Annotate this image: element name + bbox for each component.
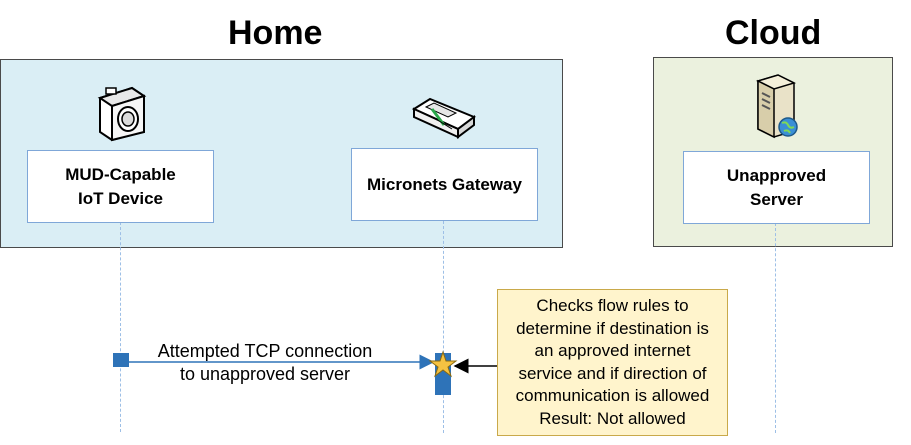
gateway-box: Micronets Gateway	[351, 148, 538, 221]
flow-rules-note: Checks flow rules to determine if destin…	[497, 289, 728, 436]
star-icon	[428, 350, 458, 378]
device-lifeline	[120, 222, 121, 432]
camera-icon	[97, 86, 147, 142]
server-lifeline	[775, 223, 776, 433]
router-icon	[411, 97, 477, 139]
message-label: Attempted TCP connection to unapproved s…	[157, 341, 373, 384]
cloud-zone-title: Cloud	[725, 14, 822, 52]
device-box: MUD-Capable IoT Device	[27, 150, 214, 223]
gateway-lifeline	[443, 221, 444, 433]
home-zone-title: Home	[228, 14, 323, 52]
server-icon	[755, 74, 798, 139]
server-box: Unapproved Server	[683, 151, 870, 224]
device-activation	[113, 353, 129, 367]
